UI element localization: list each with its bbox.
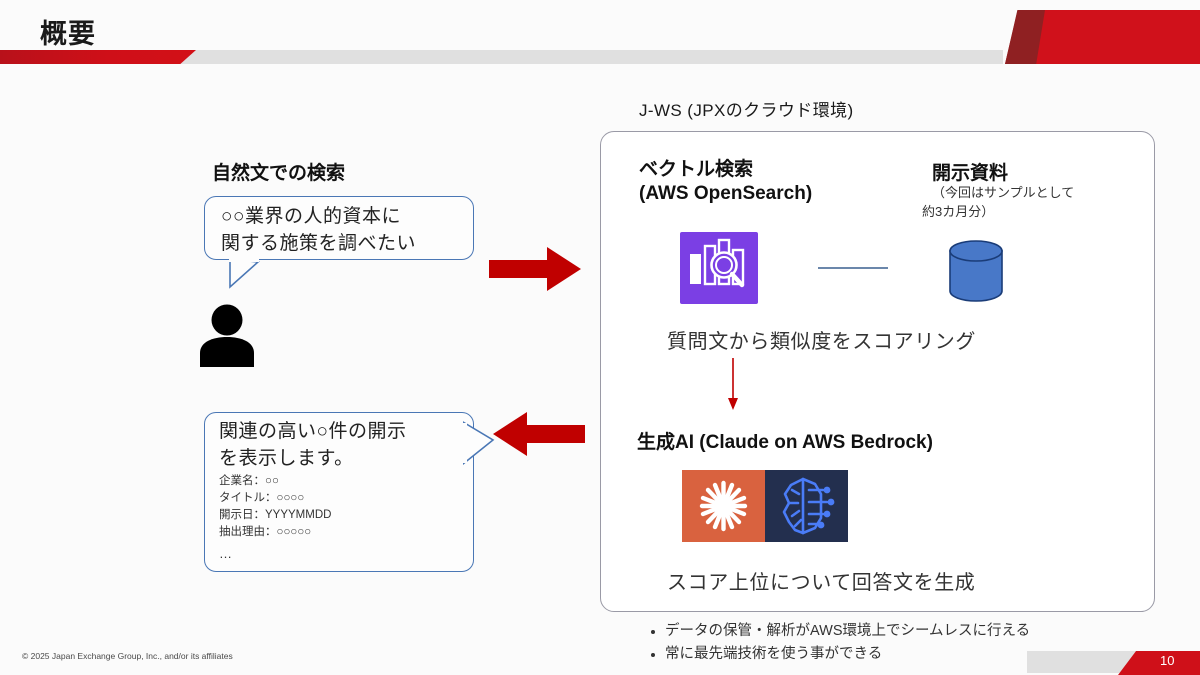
query-bubble-text: ○○業界の人的資本に 関する施策を調べたい (221, 204, 416, 258)
answer-line-1: 関連の高い○件の開示 (219, 421, 407, 442)
claude-logo-icon (682, 470, 765, 542)
answer-field-date: 開示日：YYYYMMDD (219, 509, 332, 522)
header-gray-bar (0, 50, 1003, 64)
aws-opensearch-icon (680, 232, 758, 304)
disclosure-note-line2: 約3カ月分） (922, 203, 995, 219)
page-title: 概要 (40, 19, 96, 49)
database-cylinder-icon (949, 240, 1003, 302)
benefits-list: データの保管・解析がAWS環境上でシームレスに行える 常に最先端技術を使う事がで… (637, 620, 1157, 667)
page-number: 10 (1160, 653, 1175, 668)
connector-line (818, 267, 888, 269)
list-item: データの保管・解析がAWS環境上でシームレスに行える (665, 620, 1157, 643)
user-silhouette-icon (200, 304, 254, 367)
arrow-right-icon (489, 247, 581, 291)
query-line-2: 関する施策を調べたい (221, 232, 417, 254)
genai-title: 生成AI (Claude on AWS Bedrock) (637, 432, 933, 453)
query-speech-bubble: ○○業界の人的資本に 関する施策を調べたい (204, 196, 474, 260)
answer-bubble-main: 関連の高い○件の開示 を表示します。 (219, 419, 406, 473)
natural-search-heading: 自然文での検索 (212, 163, 346, 184)
copyright-text: © 2025 Japan Exchange Group, Inc., and/o… (22, 651, 233, 661)
genai-logos (682, 470, 848, 542)
query-bubble-tail (229, 259, 260, 289)
generate-text: スコア上位について回答文を生成 (667, 572, 976, 594)
scoring-text: 質問文から類似度をスコアリング (667, 331, 976, 353)
answer-field-list: 企業名：○○ タイトル：○○○○ 開示日：YYYYMMDD 抽出理由：○○○○○ (219, 473, 331, 541)
query-line-1: ○○業界の人的資本に (221, 206, 401, 227)
answer-line-2: を表示します。 (219, 447, 354, 469)
answer-ellipsis: … (219, 546, 233, 561)
answer-field-company: 企業名：○○ (219, 475, 279, 487)
arrow-down-icon (728, 358, 738, 410)
vector-search-title: ベクトル検索 (AWS OpenSearch) (639, 158, 812, 207)
aws-bedrock-icon (765, 470, 848, 542)
jws-panel-label: J-WS (JPXのクラウド環境) (639, 101, 854, 120)
answer-bubble-tail (463, 421, 495, 466)
arrow-left-icon (493, 412, 585, 456)
list-item: 常に最先端技術を使う事ができる (665, 643, 1157, 666)
header-red-bar (0, 50, 196, 64)
disclosure-note-line1: （今回はサンプルとして (932, 185, 1075, 200)
vector-search-title-line1: ベクトル検索 (639, 159, 754, 180)
footer-gray-bar (1027, 651, 1145, 673)
disclosure-note: （今回はサンプルとして 約3カ月分） (922, 184, 1147, 222)
answer-speech-bubble: 関連の高い○件の開示 を表示します。 企業名：○○ タイトル：○○○○ 開示日：… (204, 412, 474, 572)
vector-search-title-line2: (AWS OpenSearch) (639, 183, 813, 205)
disclosure-title: 開示資料 (932, 163, 1009, 184)
answer-field-title: タイトル：○○○○ (219, 492, 305, 505)
answer-field-reason: 抽出理由：○○○○○ (219, 526, 312, 539)
